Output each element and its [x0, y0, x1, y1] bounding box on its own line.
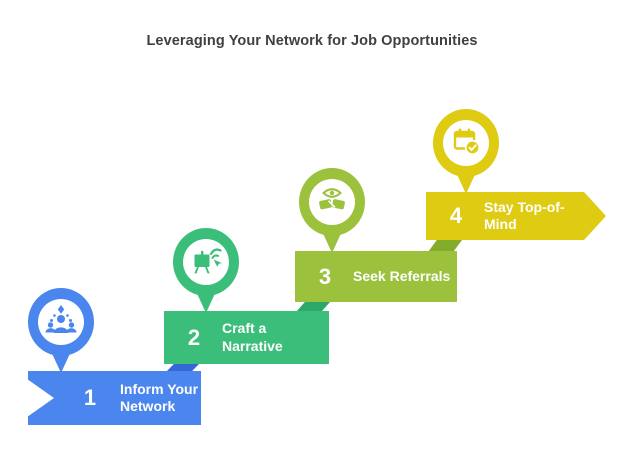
step-pin-2	[167, 227, 245, 315]
ribbon-fold-step-2	[296, 302, 330, 312]
ribbon-fold-step-1	[165, 364, 199, 373]
step-label-4: Stay Top-of-Mind	[484, 198, 565, 232]
step-pin-1	[22, 287, 100, 375]
calendar-check-icon	[453, 128, 481, 156]
ribbon-fold-step-3	[428, 240, 462, 252]
step-number-4: 4	[449, 203, 463, 228]
page-title: Leveraging Your Network for Job Opportun…	[146, 33, 478, 49]
step-banner-3: 3 Seek Referrals	[295, 251, 457, 302]
people-network-icon	[45, 305, 77, 333]
step-number-1: 1	[83, 385, 97, 410]
step-pin-3	[293, 167, 371, 255]
step-label-2: Craft a Narrative	[222, 320, 283, 354]
step-banner-4: 4 Stay Top-of-Mind	[426, 192, 606, 240]
presentation-board-icon	[194, 248, 222, 274]
step-banner-1: 1 Inform Your Network	[28, 371, 201, 425]
handshake-referral-icon	[319, 188, 345, 210]
step-label-3: Seek Referrals	[353, 267, 451, 284]
step-pin-4	[427, 108, 505, 196]
step-label-1: Inform Your Network	[120, 380, 199, 415]
step-banner-2: 2 Craft a Narrative	[164, 311, 329, 364]
step-number-3: 3	[318, 263, 332, 289]
step-number-2: 2	[187, 324, 201, 350]
